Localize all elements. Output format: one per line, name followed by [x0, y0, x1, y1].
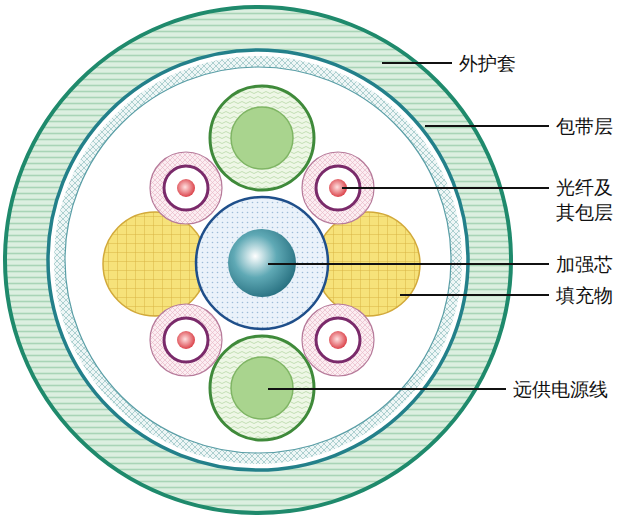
part-label: 填充物: [554, 283, 615, 308]
leader-line: [382, 62, 452, 64]
part-label: 远供电源线: [511, 377, 610, 402]
leader-lines: [268, 63, 549, 389]
part-label: 包带层: [554, 114, 615, 139]
part-label: 外护套: [457, 51, 518, 76]
leader-line: [400, 294, 549, 296]
leader-line: [268, 263, 549, 265]
outer-jacket: [5, 7, 511, 513]
leader-line: [268, 388, 506, 390]
leader-line: [342, 187, 549, 189]
leader-line: [425, 125, 549, 127]
part-label: 加强芯: [554, 252, 615, 277]
part-label: 光纤及 其包层: [554, 175, 624, 224]
tape-layer: [48, 50, 468, 470]
